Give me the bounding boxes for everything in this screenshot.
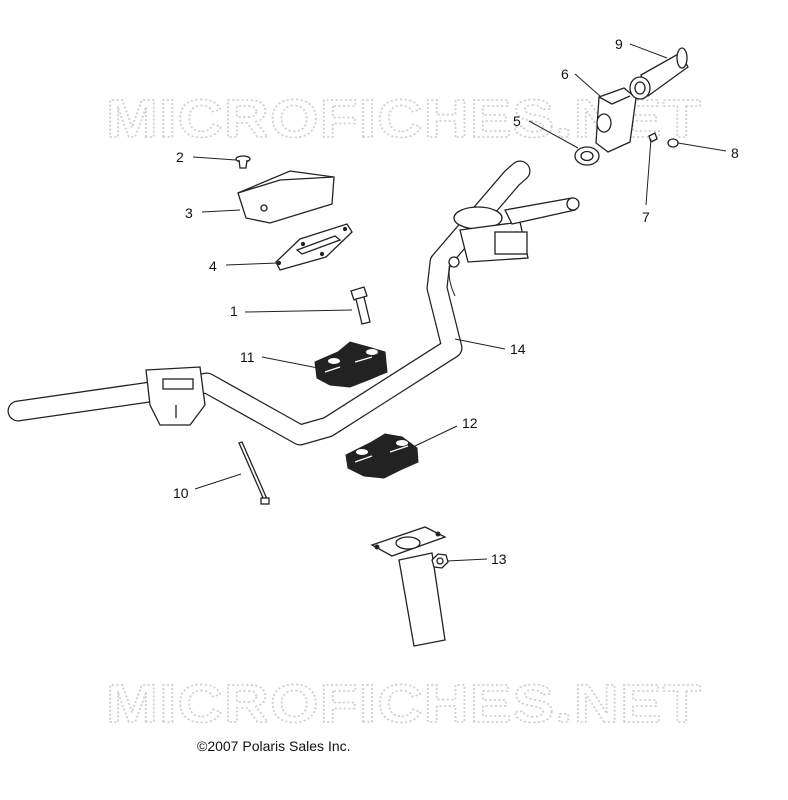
grip-part-9 xyxy=(629,47,689,100)
plug-part-8 xyxy=(667,138,679,148)
nut-part-13 xyxy=(431,553,449,569)
callout-14: 14 xyxy=(510,341,526,357)
callout-9: 9 xyxy=(615,36,623,52)
cover-part-3 xyxy=(237,170,335,224)
callout-13: 13 xyxy=(491,551,507,567)
callout-8: 8 xyxy=(731,145,739,161)
watermark-bottom: MICROFICHES.NET xyxy=(106,674,702,734)
clamp-upper-part-11 xyxy=(314,341,388,388)
grip-housing-part-6 xyxy=(595,87,637,153)
leader-lines xyxy=(192,43,727,562)
callout-12: 12 xyxy=(462,415,478,431)
cable-tie-part-10 xyxy=(238,441,270,505)
callout-7: 7 xyxy=(642,209,650,225)
callout-10: 10 xyxy=(173,485,189,501)
screw-part-2 xyxy=(235,155,251,169)
steering-column xyxy=(370,526,447,647)
brake-lever-assembly xyxy=(448,197,580,297)
callout-5: 5 xyxy=(513,113,521,129)
washer-part-5 xyxy=(574,146,600,166)
callout-11: 11 xyxy=(240,349,255,365)
callout-2: 2 xyxy=(176,149,184,165)
plate-part-4 xyxy=(275,223,353,271)
callout-3: 3 xyxy=(185,205,193,221)
callout-4: 4 xyxy=(209,258,217,274)
clamp-lower-part-12 xyxy=(345,433,419,479)
callout-6: 6 xyxy=(561,66,569,82)
copyright-text: ©2007 Polaris Sales Inc. xyxy=(197,738,351,754)
bolt-part-1 xyxy=(350,286,371,325)
callout-1: 1 xyxy=(230,303,238,319)
